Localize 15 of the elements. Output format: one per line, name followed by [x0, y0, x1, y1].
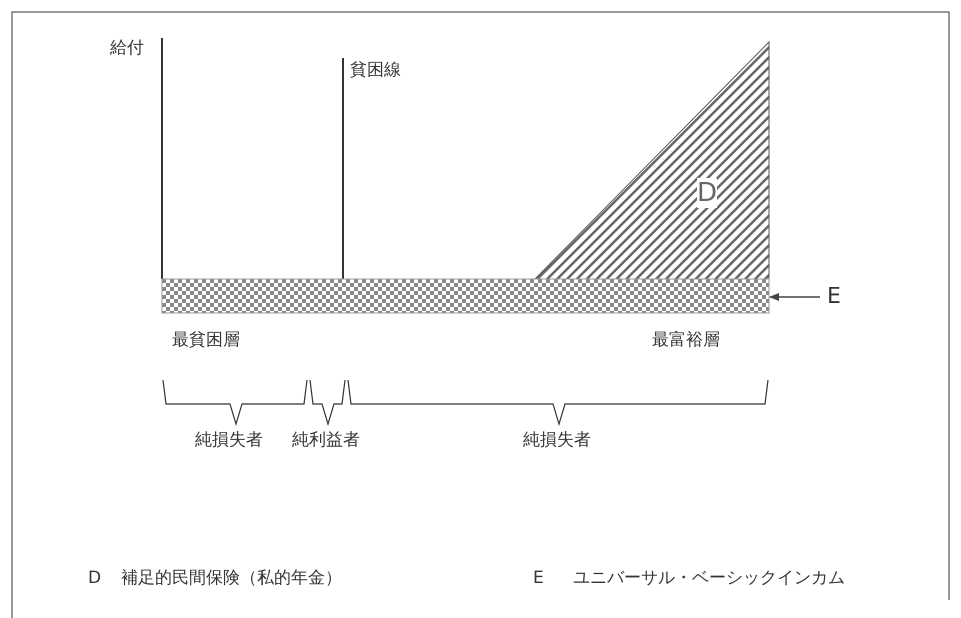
hatched-area: D	[535, 42, 769, 279]
group-label: 純損失者	[195, 430, 263, 450]
group-label: 純利益者	[292, 430, 360, 450]
group-label: 純損失者	[523, 430, 591, 450]
axis-label: 最富裕層	[652, 330, 720, 350]
legend-key: D	[88, 568, 102, 588]
area-label: E	[822, 285, 846, 309]
checkered-band	[162, 279, 769, 313]
axis-label: 給付	[110, 38, 144, 58]
legend-text: ユニバーサル・ベーシックインカム	[573, 568, 845, 588]
axis-label: 最貧困層	[172, 330, 240, 350]
legend-text: 補足的民間保険（私的年金）	[121, 568, 342, 588]
line-label: 貧困線	[350, 60, 401, 80]
arrow	[769, 293, 820, 301]
legend-key: E	[533, 568, 544, 588]
